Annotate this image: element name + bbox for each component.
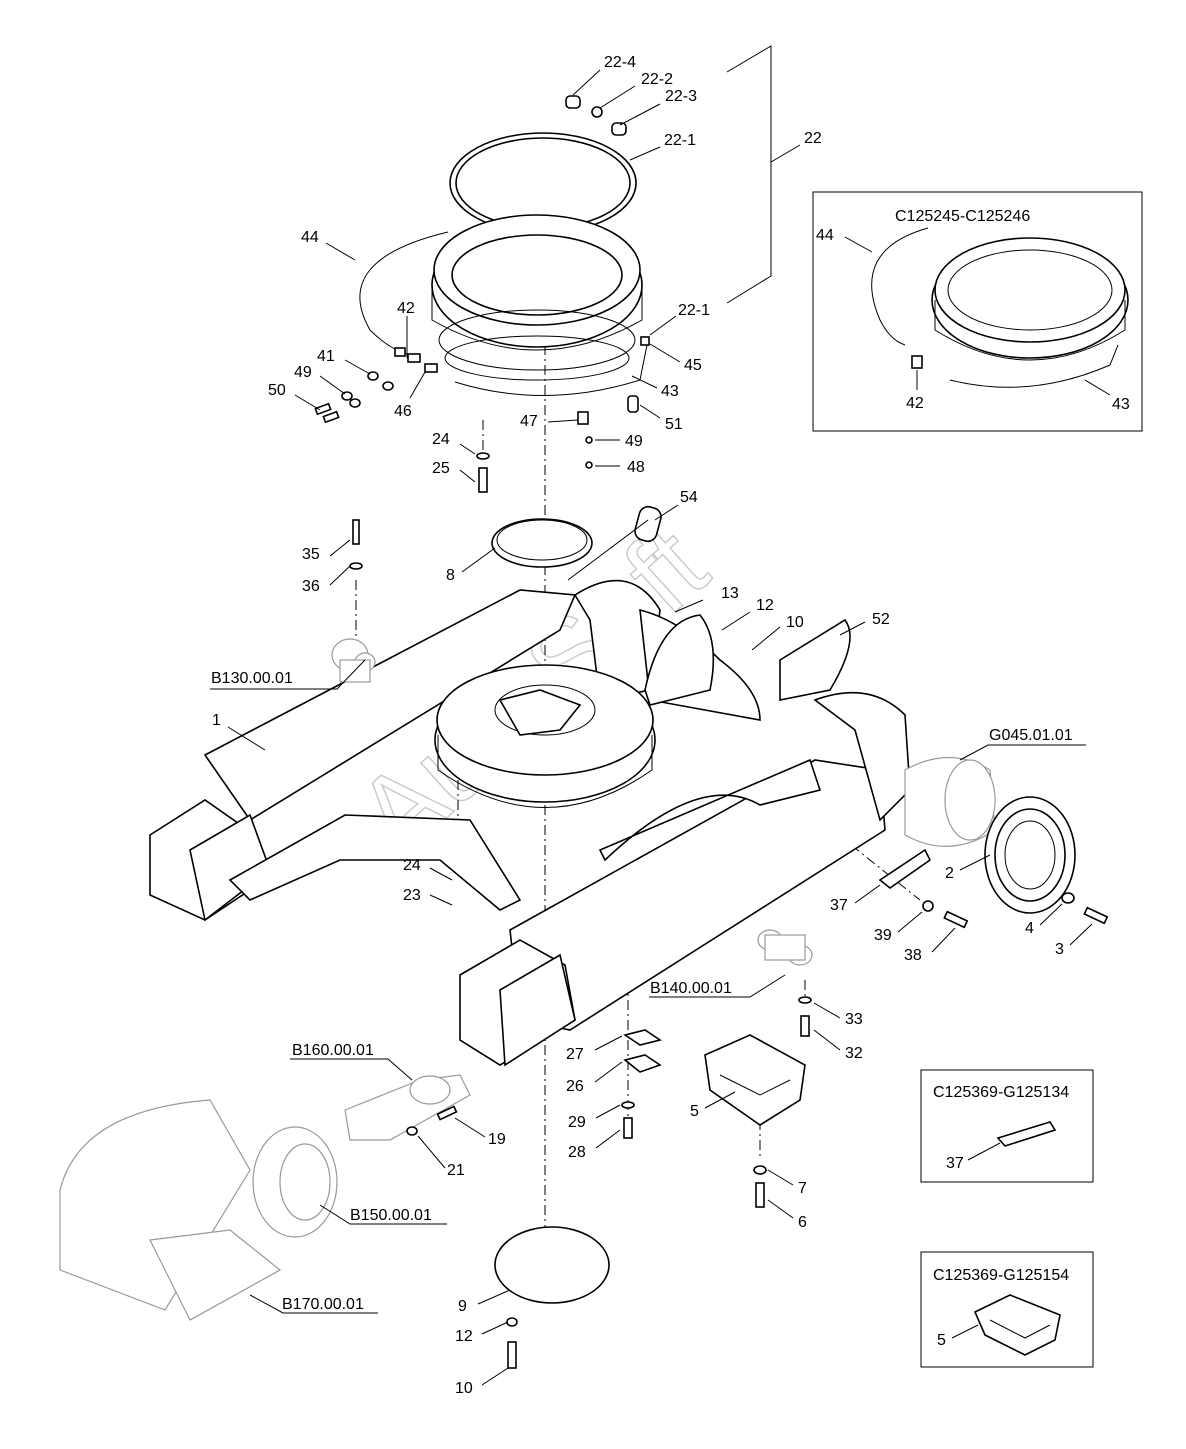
callout-46: 46 — [394, 403, 412, 420]
callout-42: 42 — [397, 300, 415, 317]
callout-7: 7 — [798, 1180, 807, 1197]
callout-41: 41 — [317, 348, 335, 365]
track-roller-b140 — [757, 929, 813, 966]
callout-22-1: 22-1 — [664, 132, 696, 149]
callout-9: 9 — [458, 1298, 467, 1315]
callout-32: 32 — [845, 1045, 863, 1062]
callout-24b: 24 — [403, 857, 421, 874]
bolt-3 — [1061, 892, 1109, 925]
inset3-callout-5: 5 — [937, 1332, 946, 1349]
callout-10b: 10 — [455, 1380, 473, 1397]
callout-13: 13 — [721, 585, 739, 602]
bolt-32 — [798, 996, 812, 1037]
callout-38: 38 — [904, 947, 922, 964]
callout-52: 52 — [872, 611, 890, 628]
callout-43: 43 — [661, 383, 679, 400]
callout-25: 25 — [432, 460, 450, 477]
callout-48: 48 — [627, 459, 645, 476]
grease-fittings — [314, 336, 650, 469]
callout-28: 28 — [568, 1144, 586, 1161]
carrier-roller-b130 — [331, 638, 376, 683]
callout-24: 24 — [432, 431, 450, 448]
sprocket-2 — [984, 796, 1076, 914]
grease-line-43 — [454, 339, 649, 396]
travel-motor-g045 — [904, 756, 996, 847]
callout-5: 5 — [690, 1103, 699, 1120]
callout-22-2: 22-2 — [641, 71, 673, 88]
inset1-callout-43: 43 — [1112, 396, 1130, 413]
ref-b160: B160.00.01 — [292, 1042, 374, 1059]
callout-12: 12 — [756, 597, 774, 614]
inset1-callout-44: 44 — [816, 227, 834, 244]
ref-g045: G045.01.01 — [989, 727, 1073, 744]
undercarriage-frame-1 — [149, 579, 911, 1067]
cover-plate-52 — [779, 618, 851, 701]
callout-22-4: 22-4 — [604, 54, 636, 71]
callout-1: 1 — [212, 712, 221, 729]
inset-title-c125245: C125245-C125246 — [895, 208, 1030, 225]
callout-10: 10 — [786, 614, 804, 631]
callout-22-3: 22-3 — [665, 88, 697, 105]
callout-47: 47 — [520, 413, 538, 430]
grease-line-44 — [359, 231, 449, 356]
callout-2: 2 — [945, 865, 954, 882]
inset1-callout-42: 42 — [906, 395, 924, 412]
leader-lines — [210, 45, 1093, 1386]
callout-22-1b: 22-1 — [678, 302, 710, 319]
callout-37: 37 — [830, 897, 848, 914]
cover-54 — [634, 505, 662, 543]
callout-8: 8 — [446, 567, 455, 584]
inset2-callout-37: 37 — [946, 1155, 964, 1172]
callout-33: 33 — [845, 1011, 863, 1028]
inset-box-c125369-g125154: C125369-G125154 5 — [920, 1251, 1094, 1368]
callout-35: 35 — [302, 546, 320, 563]
callout-4: 4 — [1025, 920, 1034, 937]
callout-44: 44 — [301, 229, 319, 246]
bolt-6 — [753, 1165, 767, 1208]
callout-54: 54 — [680, 489, 698, 506]
callout-39: 39 — [874, 927, 892, 944]
callout-19: 19 — [488, 1131, 506, 1148]
ref-b150: B150.00.01 — [350, 1207, 432, 1224]
callout-36: 36 — [302, 578, 320, 595]
callout-26: 26 — [566, 1078, 584, 1095]
callout-23: 23 — [403, 887, 421, 904]
plate-27 — [623, 1029, 662, 1046]
callout-labels: 22-4 22-2 22-3 22-1 22 44 42 41 49 50 46… — [211, 54, 1073, 1397]
inset-title-g125154: C125369-G125154 — [933, 1267, 1069, 1284]
callout-27: 27 — [566, 1046, 584, 1063]
track-chain-b170 — [59, 1099, 282, 1321]
callout-21: 21 — [447, 1162, 465, 1179]
ref-b140: B140.00.01 — [650, 980, 732, 997]
seal-ring-22-1 — [449, 132, 637, 234]
callout-29: 29 — [568, 1114, 586, 1131]
callout-22: 22 — [804, 130, 822, 147]
bolt-25 — [476, 452, 490, 493]
cover-plate-13 — [644, 614, 715, 706]
callout-12b: 12 — [455, 1328, 473, 1345]
bracket-37 — [878, 848, 969, 929]
callout-6: 6 — [798, 1214, 807, 1231]
bolt-35 — [349, 519, 363, 570]
callout-51: 51 — [665, 416, 683, 433]
callout-45: 45 — [684, 357, 702, 374]
callout-49b: 49 — [625, 433, 643, 450]
slewing-ring — [431, 214, 643, 381]
ref-b130: B130.00.01 — [211, 670, 293, 687]
idler-spring-b160 — [344, 1074, 471, 1141]
callout-49: 49 — [294, 364, 312, 381]
cover-plate-9 — [494, 1226, 610, 1304]
ref-b170: B170.00.01 — [282, 1296, 364, 1313]
idler-wheel-b150 — [252, 1126, 338, 1238]
callout-50: 50 — [268, 382, 286, 399]
inset-title-g125134: C125369-G125134 — [933, 1084, 1069, 1101]
track-guard-5 — [704, 1034, 806, 1126]
inset-box-c125245: C125245-C125246 44 42 43 — [812, 191, 1143, 432]
bushings-22 — [565, 95, 627, 136]
inset-box-c125369-g125134: C125369-G125134 37 — [920, 1069, 1094, 1183]
callout-3: 3 — [1055, 941, 1064, 958]
plate-26 — [623, 1054, 662, 1073]
